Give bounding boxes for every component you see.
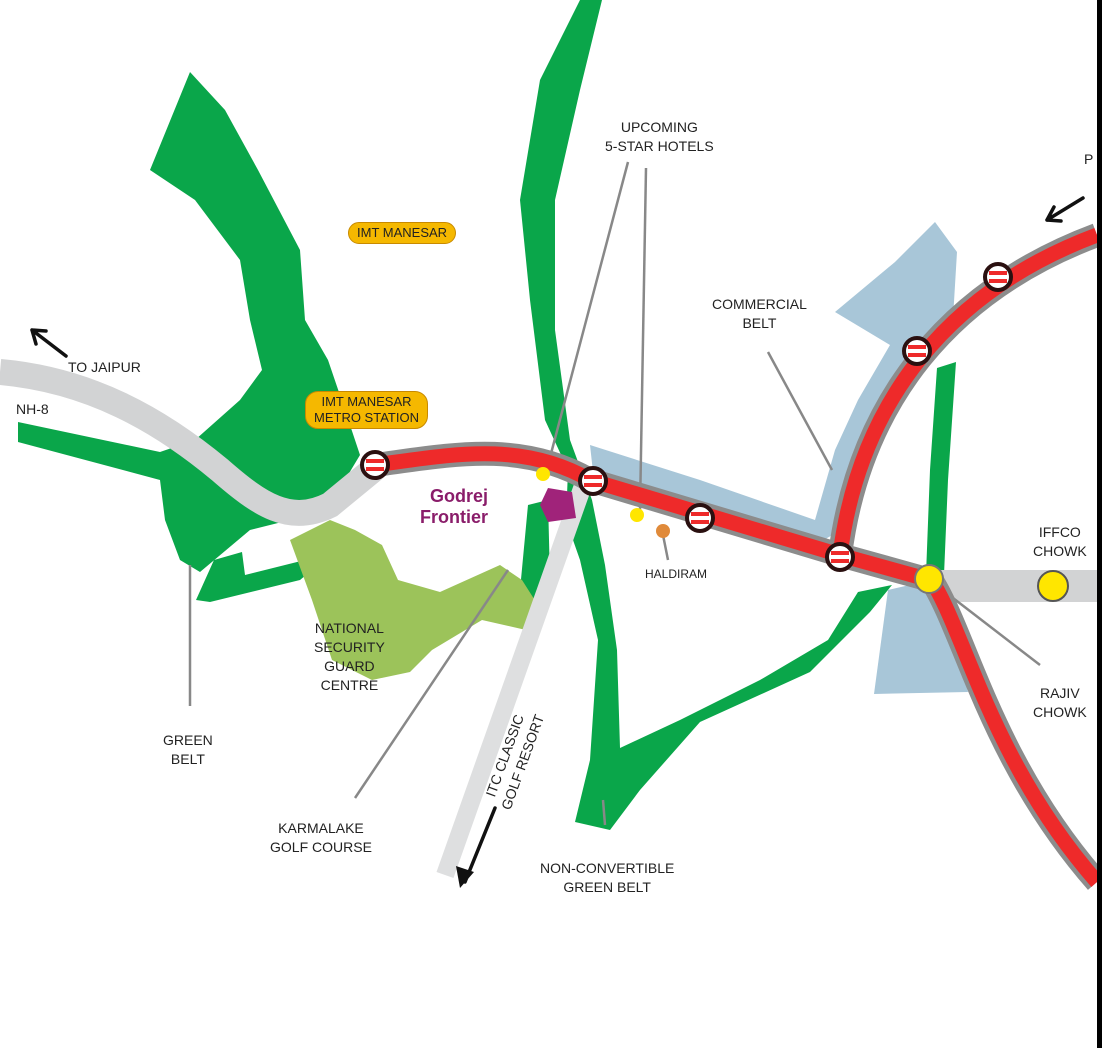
- metro-stations: [360, 262, 1013, 572]
- commercial-belt-area: [590, 222, 957, 542]
- project-name: Godrej Frontier: [420, 486, 488, 528]
- hotel-marker[interactable]: [536, 467, 550, 481]
- nh8-label: NH-8: [16, 401, 49, 417]
- metro-station-icon[interactable]: [825, 542, 855, 572]
- direction-arrow-icon: [463, 806, 497, 884]
- godrej-frontier-marker[interactable]: [540, 488, 576, 522]
- direction-arrow-icon: [1045, 196, 1085, 223]
- karmalake-label: KARMALAKE GOLF COURSE: [270, 820, 372, 855]
- haldiram-marker[interactable]: [656, 524, 670, 538]
- green-belt-label: GREEN BELT: [163, 732, 213, 767]
- rajiv-chowk-label: RAJIV CHOWK: [1033, 685, 1087, 720]
- nsg-label: NATIONAL SECURITY GUARD CENTRE: [314, 620, 385, 693]
- metro-station-icon[interactable]: [360, 450, 390, 480]
- metro-station-label: IMT MANESAR METRO STATION: [305, 391, 428, 429]
- haldiram-label: HALDIRAM: [645, 567, 708, 581]
- direction-arrow-icon: [30, 328, 68, 358]
- metro-station-icon[interactable]: [685, 503, 715, 533]
- iffco-chowk-marker[interactable]: [1037, 570, 1069, 602]
- nsg-centre-area: [290, 520, 536, 680]
- offscreen-label: P: [1084, 151, 1094, 167]
- right-border: [1097, 0, 1102, 1048]
- to-jaipur-label: TO JAIPUR: [68, 359, 141, 375]
- rajiv-chowk-marker[interactable]: [914, 564, 944, 594]
- itc-road: [436, 476, 594, 879]
- commercial-belt-label: COMMERCIAL BELT: [712, 296, 807, 331]
- metro-station-icon[interactable]: [578, 466, 608, 496]
- nh8-road: [0, 359, 384, 526]
- green-belt-east: [926, 362, 956, 575]
- project-line2: Frontier: [420, 507, 489, 527]
- imt-manesar-label: IMT MANESAR: [348, 222, 457, 244]
- project-line1: Godrej: [430, 486, 489, 506]
- hotels-label: UPCOMING 5-STAR HOTELS: [605, 119, 714, 154]
- iffco-chowk-label: IFFCO CHOWK: [1033, 524, 1087, 559]
- green-belt-west: [18, 72, 360, 572]
- green-belt-strip: [196, 552, 318, 602]
- leader-lines: [188, 161, 1041, 826]
- non-convertible-label: NON-CONVERTIBLE GREEN BELT: [540, 860, 675, 895]
- metro-station-icon[interactable]: [983, 262, 1013, 292]
- arrow-head-icon: [456, 866, 474, 888]
- green-belt-river: [520, 0, 892, 830]
- metro-station-icon[interactable]: [902, 336, 932, 366]
- hotel-marker[interactable]: [630, 508, 644, 522]
